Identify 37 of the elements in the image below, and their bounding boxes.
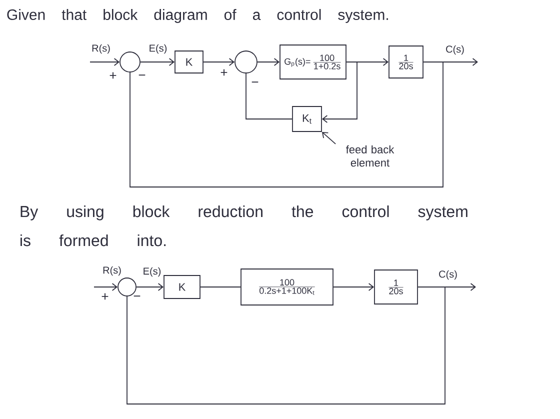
- plus-sign: +: [110, 72, 116, 79]
- arrow: [322, 62, 358, 123]
- connector-line: [126, 286, 446, 404]
- connector-line: [246, 73, 292, 120]
- arrow: [94, 283, 118, 291]
- summing-junction: [120, 52, 140, 72]
- minus-sign: −: [134, 296, 140, 297]
- block-box: 1 20s: [388, 46, 424, 78]
- arrow: [136, 283, 164, 291]
- edge-label: R(s): [92, 44, 110, 54]
- block-box: K: [174, 50, 204, 74]
- arrow: [257, 58, 280, 66]
- edge-label: E(s): [150, 44, 167, 54]
- title-text: Given that block diagram of a control system.: [7, 9, 388, 23]
- annotation-text: feed back element: [346, 145, 394, 167]
- minus-sign: −: [138, 74, 146, 76]
- plus-sign: +: [220, 69, 228, 76]
- edge-label: C(s): [439, 270, 457, 280]
- arrow: [333, 283, 374, 291]
- edge-label: C(s): [446, 45, 464, 55]
- plus-sign: +: [102, 293, 108, 300]
- summing-junction: [234, 50, 258, 74]
- block-box: K: [164, 275, 200, 299]
- connector-line: [200, 286, 241, 288]
- block-box: K$_{t}$: [292, 106, 322, 132]
- summing-junction: [118, 278, 136, 296]
- edge-label: R(s): [103, 266, 121, 276]
- block-box: 1 20s: [374, 270, 418, 304]
- arrow: [140, 58, 175, 66]
- sentence-text: By using block reduction the control system is formed into.: [20, 205, 468, 246]
- arrow: [90, 58, 120, 66]
- leader-line: [322, 132, 336, 144]
- connector-line: [130, 62, 444, 188]
- edge-label: E(s): [144, 267, 161, 277]
- arrow: [203, 58, 235, 66]
- minus-sign: −: [252, 82, 258, 83]
- block-box: 100 0.2s+1+100K$_{t}$: [240, 268, 334, 306]
